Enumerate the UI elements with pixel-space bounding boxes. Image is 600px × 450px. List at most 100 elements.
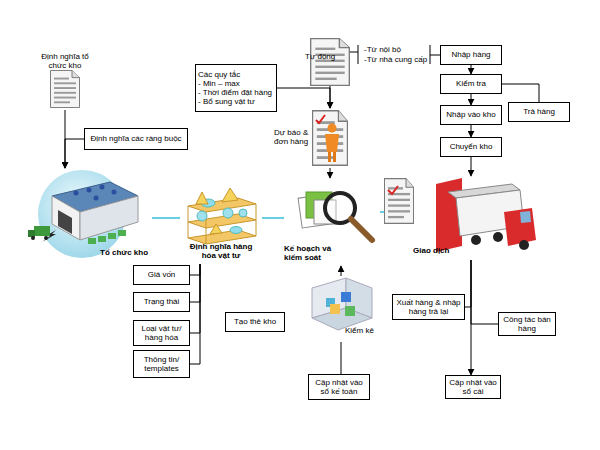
illustration-part [210, 224, 222, 234]
attribute-box: Thông tin/ templates [133, 350, 190, 378]
node-text: Thông tin/ templates [136, 355, 187, 373]
connector [465, 260, 471, 307]
illustration-part [34, 226, 50, 236]
illustration-part [328, 152, 336, 162]
connector [277, 88, 330, 108]
connector [190, 264, 200, 364]
document-icon [313, 111, 348, 166]
illustration-part [341, 292, 351, 302]
node-text: Công tác bán hàng [501, 315, 553, 333]
node-text: Trả hàng [511, 107, 567, 116]
node-text: Cập nhật vào sổ kế toán [311, 378, 367, 396]
illustration-part [196, 192, 208, 204]
rules-box: Các quy tắc- Min – max- Thời điểm đặt hà… [195, 64, 277, 112]
illustration-part [108, 233, 116, 239]
process-box: Cập nhật vào sổ cái [445, 375, 501, 399]
illustration-part [98, 236, 106, 242]
illustration-part [188, 204, 256, 244]
connector-group [65, 65, 539, 375]
bracket-line [350, 45, 358, 64]
connector [502, 84, 539, 102]
document-node: Dự báo & đơn hàng [274, 108, 350, 168]
illustration-part [197, 211, 207, 221]
node-text: - Thời điểm đặt hàng [198, 88, 274, 97]
check-mark [388, 186, 398, 194]
process-box: Chuyển kho [440, 137, 502, 157]
node-text: Cập nhật vào sổ cái [448, 378, 498, 396]
connector [152, 217, 180, 219]
shelf-illustration [188, 188, 256, 244]
node-text: Tổ chức kho [100, 248, 152, 257]
node-text: Chuyển kho [443, 142, 499, 151]
illustration-part [328, 124, 337, 133]
connector [471, 260, 498, 324]
attribute-box: Trạng thái [133, 292, 190, 312]
inventory-cube-illustration [312, 278, 372, 330]
process-box: Nhập hàng [440, 45, 502, 65]
connector [65, 139, 84, 168]
note-label: -Từ nội bộ [364, 45, 401, 54]
node-text: Định nghĩa các ràng buộc [87, 134, 185, 143]
illustration-part [222, 188, 238, 202]
illustration-part [100, 185, 105, 190]
node-text: Kiểm tra [443, 79, 499, 88]
document-node: Tự động [305, 38, 355, 86]
document-icon [311, 39, 350, 86]
illustration-part [118, 230, 126, 236]
node-text: Định nghĩa tổ chức kho [39, 52, 91, 70]
attribute-box: Loại vật tư/ hàng hóa [133, 320, 190, 346]
illustration-part [345, 306, 355, 316]
bracket-line [430, 45, 440, 64]
node-text: Tự động [305, 52, 353, 61]
illustration-part [28, 230, 35, 237]
node-text: Các quy tắc [198, 70, 274, 79]
node-text: Giá vốn [136, 270, 187, 279]
process-box: Tạo thẻ kho [225, 312, 285, 332]
illustration-part [471, 235, 481, 245]
process-box: Xuất hàng & nhập hàng trả lại [392, 294, 465, 320]
connector [471, 65, 472, 74]
illustration-part [230, 227, 242, 234]
connector [341, 342, 342, 374]
illustration-part [74, 191, 79, 196]
node-text: - Min – max [198, 79, 274, 88]
check-mark [316, 115, 325, 123]
person-figure [325, 124, 339, 163]
node-text: Loại vật tư/ hàng hóa [136, 324, 187, 342]
illustration-part [94, 196, 99, 201]
illustration-part [223, 208, 233, 218]
illustration-part [239, 209, 247, 217]
connector [330, 168, 331, 178]
connector [190, 264, 200, 275]
magnifier-illustration [298, 192, 372, 240]
illustration-part [58, 210, 72, 234]
node-text: Kiểm kê [345, 326, 377, 335]
illustration-part [87, 188, 92, 193]
illustration-part [31, 236, 35, 240]
node-text: Nhập hàng [443, 50, 499, 59]
process-box: Cập nhật vào sổ kế toán [308, 374, 370, 400]
note-label: -Từ nhà cung cấp [364, 55, 427, 64]
node-text: Xuất hàng & nhập hàng trả lại [395, 298, 462, 316]
connector [262, 217, 284, 219]
illustration-part [112, 190, 117, 195]
illustration-part [351, 219, 372, 240]
illustration-part [493, 232, 503, 242]
connector [471, 94, 472, 105]
illustration-part [520, 211, 531, 223]
process-box: Định nghĩa các ràng buộc [84, 128, 188, 150]
node-text: Dự báo & đơn hàng [274, 128, 314, 146]
document-node: Định nghĩa tổ chức kho [35, 52, 95, 110]
illustration-part [504, 208, 536, 246]
connector [471, 125, 472, 137]
truck-illustration [436, 178, 536, 252]
node-text: Định nghĩa hàng hóa vật tư [184, 242, 258, 260]
node-text: Giao dịch [413, 246, 473, 255]
process-box: Nhập vào kho [440, 105, 502, 125]
planning-node: Kế hoạch và kiểm soát [284, 178, 380, 266]
connector [190, 264, 200, 302]
illustration-part [44, 236, 48, 240]
